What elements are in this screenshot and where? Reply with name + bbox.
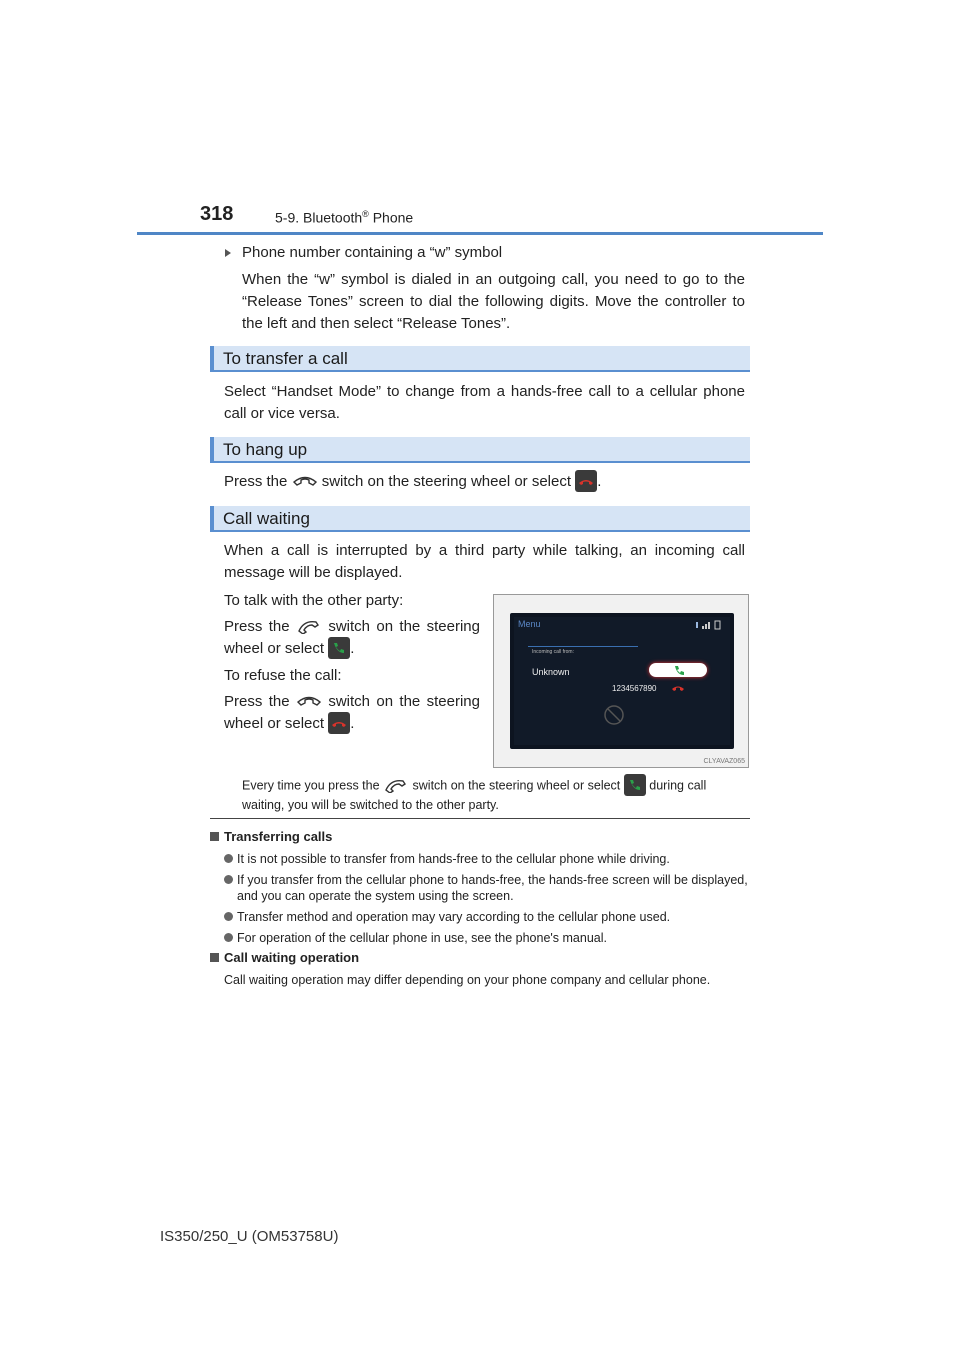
waiting-op-title: Call waiting operation — [224, 950, 360, 965]
bullet-item: If you transfer from the cellular phone … — [224, 872, 749, 904]
talk-text-3: . — [350, 640, 355, 657]
w-symbol-body: When the “w” symbol is dialed in an outg… — [242, 271, 745, 332]
note-text-2: switch on the steering wheel or select — [412, 778, 621, 793]
header-rule — [137, 232, 823, 235]
square-bullet-icon — [210, 832, 219, 841]
dot-bullet-icon — [224, 854, 233, 863]
note-text-1: Every time you press the — [242, 778, 380, 793]
bullet-item: For operation of the cellular phone in u… — [224, 930, 749, 946]
note-text-3: during call waiting, you will be switche… — [242, 778, 707, 812]
talk-text-1: Press the — [224, 618, 290, 635]
caller-number: 1234567890 — [612, 684, 657, 693]
hangup-text-1: Press the — [224, 473, 288, 490]
w-symbol-heading: Phone number containing a “w” symbol — [242, 244, 503, 261]
section-name: 5-9. Bluetooth — [275, 209, 363, 226]
decline-button[interactable] — [669, 681, 687, 693]
transfer-heading: To transfer a call — [223, 349, 348, 368]
manual-code: IS350/250_U (OM53758U) — [160, 1228, 339, 1245]
status-icons — [696, 620, 721, 630]
dot-bullet-icon — [224, 912, 233, 921]
caller-name: Unknown — [532, 667, 570, 677]
section-suffix: Phone — [368, 209, 414, 226]
hangup-button-icon — [328, 712, 351, 735]
steering-phone-switch-icon — [292, 476, 317, 486]
answer-button-icon — [623, 774, 646, 796]
hangup-body: Press the switch on the steering wheel o… — [224, 470, 745, 493]
screen-header-line — [528, 646, 638, 647]
block-icon[interactable] — [602, 703, 626, 727]
bullet-text: Transfer method and operation may vary a… — [237, 910, 671, 924]
triangle-bullet-icon — [225, 249, 231, 257]
steering-phone-switch-icon — [385, 780, 407, 793]
hangup-text-3: . — [597, 473, 602, 490]
incoming-call-screenshot: Menu Incoming call from: Unknown 1234567… — [493, 594, 749, 768]
switch-note: Every time you press the switch on the s… — [242, 774, 747, 813]
section-title: 5-9. Bluetooth® Phone — [275, 209, 413, 226]
hangup-heading-band: To hang up — [210, 437, 750, 463]
talk-label: To talk with the other party: — [224, 592, 404, 609]
transfer-heading-band: To transfer a call — [210, 346, 750, 372]
transferring-title: Transferring calls — [224, 829, 333, 844]
transfer-body: Select “Handset Mode” to change from a h… — [224, 383, 745, 422]
transferring-heading: Transferring calls — [210, 829, 332, 844]
hangup-text-2: switch on the steering wheel or select — [321, 473, 572, 490]
menu-label: Menu — [518, 619, 541, 629]
waiting-op-heading: Call waiting operation — [210, 950, 359, 965]
bullet-text: For operation of the cellular phone in u… — [237, 931, 607, 945]
bullet-item: It is not possible to transfer from hand… — [224, 851, 749, 867]
refuse-text-3: . — [350, 715, 355, 732]
refuse-text-1: Press the — [224, 693, 290, 710]
refuse-instructions: Press the switch on the steering wheel o… — [224, 691, 480, 735]
square-bullet-icon — [210, 953, 219, 962]
dot-bullet-icon — [224, 875, 233, 884]
talk-instructions: Press the switch on the steering wheel o… — [224, 616, 480, 660]
talk-text-2: switch on the steering wheel or select — [224, 618, 480, 657]
refuse-text-2: switch on the steering wheel or select — [224, 693, 480, 732]
answer-button-icon — [328, 637, 351, 660]
hangup-heading: To hang up — [223, 440, 308, 459]
waiting-intro: When a call is interrupted by a third pa… — [224, 542, 745, 581]
waiting-heading: Call waiting — [223, 509, 310, 528]
page-number: 318 — [200, 203, 234, 225]
incoming-label: Incoming call from: — [532, 649, 574, 655]
bullet-text: If you transfer from the cellular phone … — [237, 873, 748, 903]
bullet-text: It is not possible to transfer from hand… — [237, 852, 670, 866]
display-screen: Menu Incoming call from: Unknown 1234567… — [510, 613, 734, 749]
bullet-item: Transfer method and operation may vary a… — [224, 909, 749, 925]
image-code: CLYAVAZ065 — [703, 758, 745, 765]
steering-phone-switch-icon — [296, 696, 321, 706]
dot-bullet-icon — [224, 933, 233, 942]
display-inner: Menu Incoming call from: Unknown 1234567… — [514, 617, 730, 745]
steering-phone-switch-icon — [298, 621, 319, 635]
notes-divider — [210, 818, 750, 819]
waiting-heading-band: Call waiting — [210, 506, 750, 532]
refuse-label: To refuse the call: — [224, 667, 342, 684]
registered-mark: ® — [362, 209, 369, 219]
hangup-button-icon — [575, 470, 598, 493]
waiting-op-body: Call waiting operation may differ depend… — [224, 973, 711, 987]
answer-button[interactable] — [649, 663, 707, 677]
